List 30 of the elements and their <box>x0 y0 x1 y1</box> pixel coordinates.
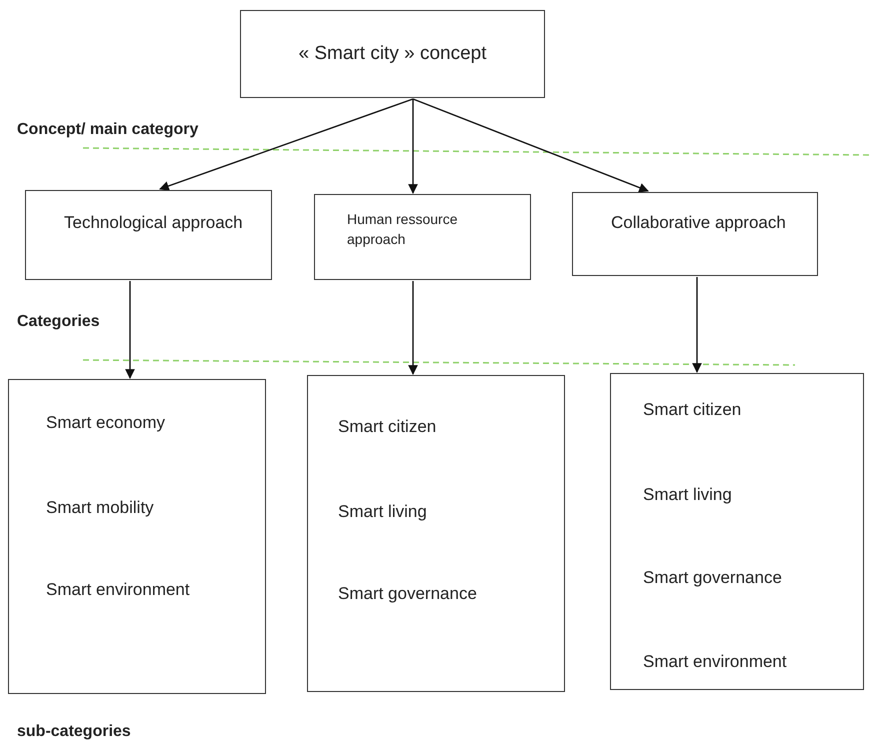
sub-category-box <box>8 379 266 694</box>
arrow <box>408 281 418 375</box>
arrow <box>692 277 702 373</box>
category-box <box>25 190 272 280</box>
category-box <box>314 194 531 280</box>
node-text: Smart living <box>643 484 732 506</box>
node-text: Smart economy <box>46 412 166 434</box>
node-text: Smart governance <box>338 583 477 605</box>
arrow <box>125 281 135 379</box>
category-box <box>572 192 818 276</box>
node-text: Technological approach <box>64 212 244 234</box>
level-label: sub-categories <box>17 723 131 741</box>
level-label: Concept/ main category <box>17 121 198 139</box>
sub-category-box <box>307 375 565 692</box>
arrow <box>412 98 649 192</box>
node-text: Smart governance <box>643 567 782 589</box>
node-text: Human ressource approach <box>347 210 458 250</box>
node-text: Smart living <box>338 501 427 523</box>
node-text: Smart environment <box>46 579 190 601</box>
sub-category-box <box>610 373 864 690</box>
node-text: Collaborative approach <box>611 212 787 234</box>
node-text: « Smart city » concept <box>298 42 488 66</box>
concept-box <box>240 10 545 98</box>
level-label: Categories <box>17 313 100 331</box>
node-text: Smart environment <box>643 651 787 673</box>
node-text: Smart mobility <box>46 497 154 519</box>
arrow <box>408 99 418 194</box>
node-text: Smart citizen <box>338 416 436 438</box>
arrow <box>159 98 414 191</box>
node-text: Smart citizen <box>643 399 742 421</box>
